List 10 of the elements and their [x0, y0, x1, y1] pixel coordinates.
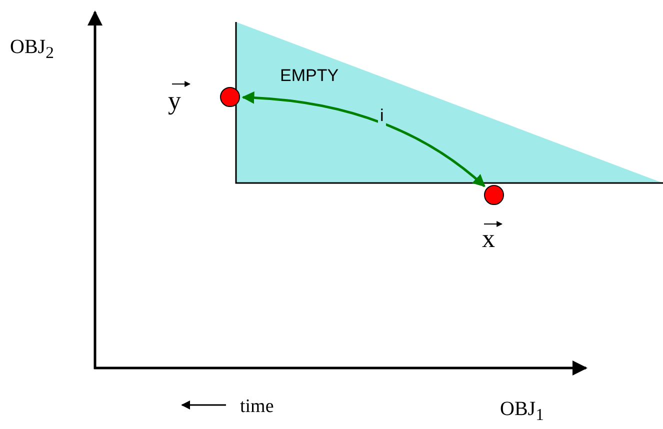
vector-label: x	[482, 224, 495, 254]
point-marker	[484, 185, 504, 205]
axis-label: OBJ$_{2}$	[10, 36, 54, 63]
point-marker	[220, 87, 240, 107]
edge-label: i	[378, 106, 386, 126]
curved-arrow	[242, 92, 486, 188]
vector-label: y	[168, 86, 181, 116]
region-label: EMPTY	[280, 66, 339, 86]
direction-label: time	[240, 396, 274, 418]
axis-label: OBJ$_{1}$	[500, 398, 544, 425]
